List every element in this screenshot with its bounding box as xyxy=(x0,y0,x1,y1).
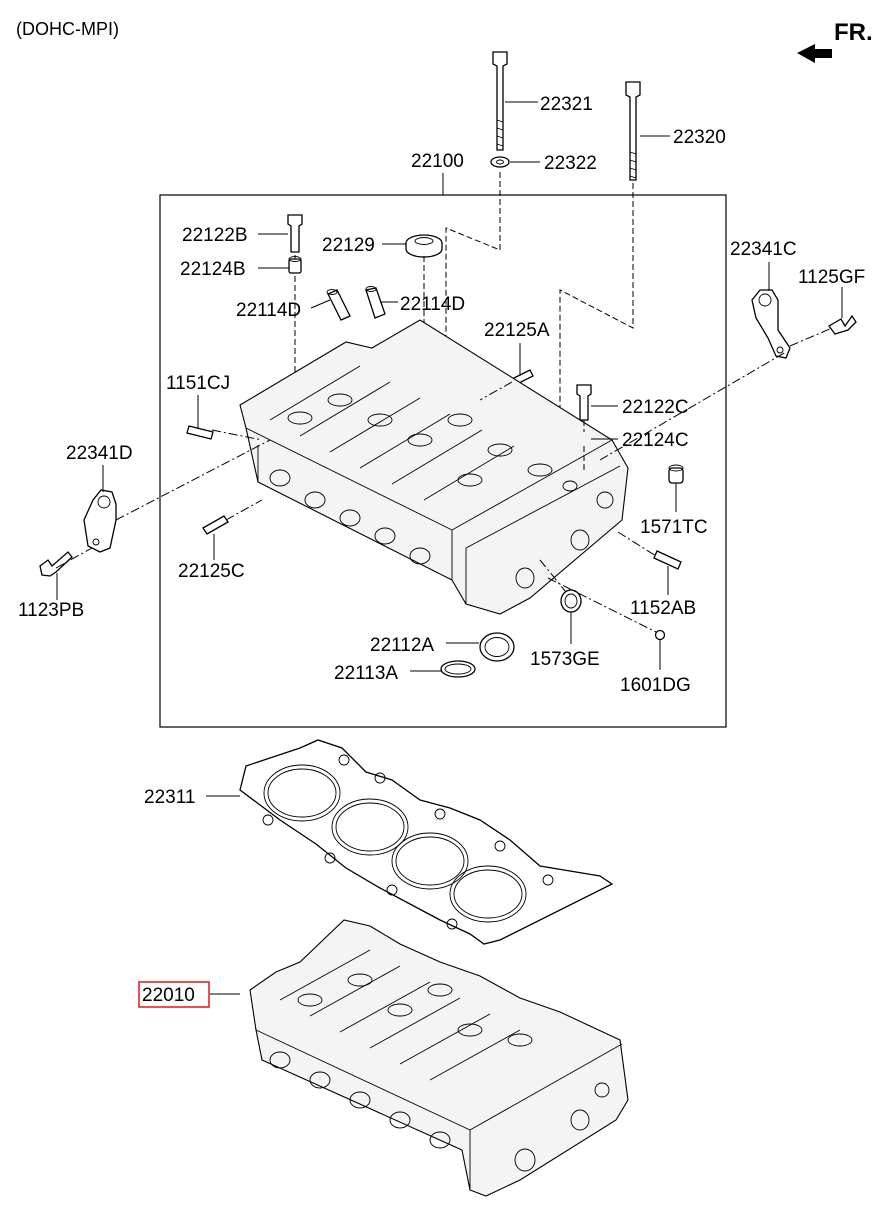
label-22114D-left: 22114D xyxy=(236,300,301,321)
highlight-box-22010 xyxy=(138,981,210,1008)
bracket-22341C xyxy=(751,289,791,359)
label-22122C: 22122C xyxy=(622,397,689,418)
stud-1151CJ xyxy=(186,425,214,440)
label-22124B: 22124B xyxy=(180,259,246,280)
plug-22129 xyxy=(405,234,443,258)
label-22114D-right: 22114D xyxy=(400,294,465,315)
label-1573GE: 1573GE xyxy=(530,649,600,670)
attachment-lines xyxy=(55,327,833,633)
label-22112A: 22112A xyxy=(370,635,434,656)
label-1123PB: 1123PB xyxy=(18,600,84,621)
plug-1601DG xyxy=(654,629,666,641)
stud-22125C xyxy=(202,515,229,535)
head-bolt-22320 xyxy=(625,81,641,181)
label-1125GF: 1125GF xyxy=(798,267,865,288)
engine-variant-label: (DOHC-MPI) xyxy=(16,19,119,39)
dowel-22114D-right xyxy=(365,286,386,319)
front-direction-indicator: FR. xyxy=(797,19,873,63)
label-22010: 22010 xyxy=(142,985,195,1006)
label-22322: 22322 xyxy=(544,153,597,174)
gasket-22112A xyxy=(479,632,515,662)
front-label: FR. xyxy=(834,19,873,46)
label-1152AB: 1152AB xyxy=(630,598,696,619)
label-22129: 22129 xyxy=(322,235,375,256)
label-22321: 22321 xyxy=(540,94,593,115)
oring-22113A xyxy=(440,660,476,678)
stud-1152AB xyxy=(653,550,682,570)
head-bolt-22321 xyxy=(492,51,508,151)
cylinder-head-assembly-drawing xyxy=(239,319,629,615)
head-gasket-22311 xyxy=(239,739,614,945)
cap-1571TC xyxy=(668,464,684,484)
dowel-22114D-left xyxy=(326,289,351,321)
label-22125A: 22125A xyxy=(484,320,550,341)
bolt-1123PB xyxy=(39,551,73,577)
label-1151CJ: 1151CJ xyxy=(166,373,230,394)
bolt-22122B xyxy=(287,214,303,253)
bolt-1125GF xyxy=(828,314,857,335)
label-22113A: 22113A xyxy=(334,663,398,684)
cylinder-head-22010 xyxy=(249,919,629,1197)
bracket-22341D xyxy=(83,489,117,553)
label-22341C: 22341C xyxy=(730,239,797,260)
dowel-22124B xyxy=(288,256,302,274)
bolt-22122C xyxy=(576,384,592,421)
label-22341D: 22341D xyxy=(66,443,133,464)
washer-22322 xyxy=(490,156,510,168)
label-22122B: 22122B xyxy=(182,225,248,246)
leader-lines xyxy=(56,101,843,995)
label-1601DG: 1601DG xyxy=(620,675,691,696)
bolt-22320-install-line xyxy=(559,183,634,470)
label-22320: 22320 xyxy=(673,127,726,148)
seal-1573GE xyxy=(560,589,582,613)
label-22100: 22100 xyxy=(411,151,464,172)
label-1571TC: 1571TC xyxy=(640,517,708,538)
label-22125C: 22125C xyxy=(178,561,245,582)
label-22311: 22311 xyxy=(144,787,195,808)
front-arrow-icon xyxy=(797,44,832,63)
label-22124C: 22124C xyxy=(622,430,689,451)
